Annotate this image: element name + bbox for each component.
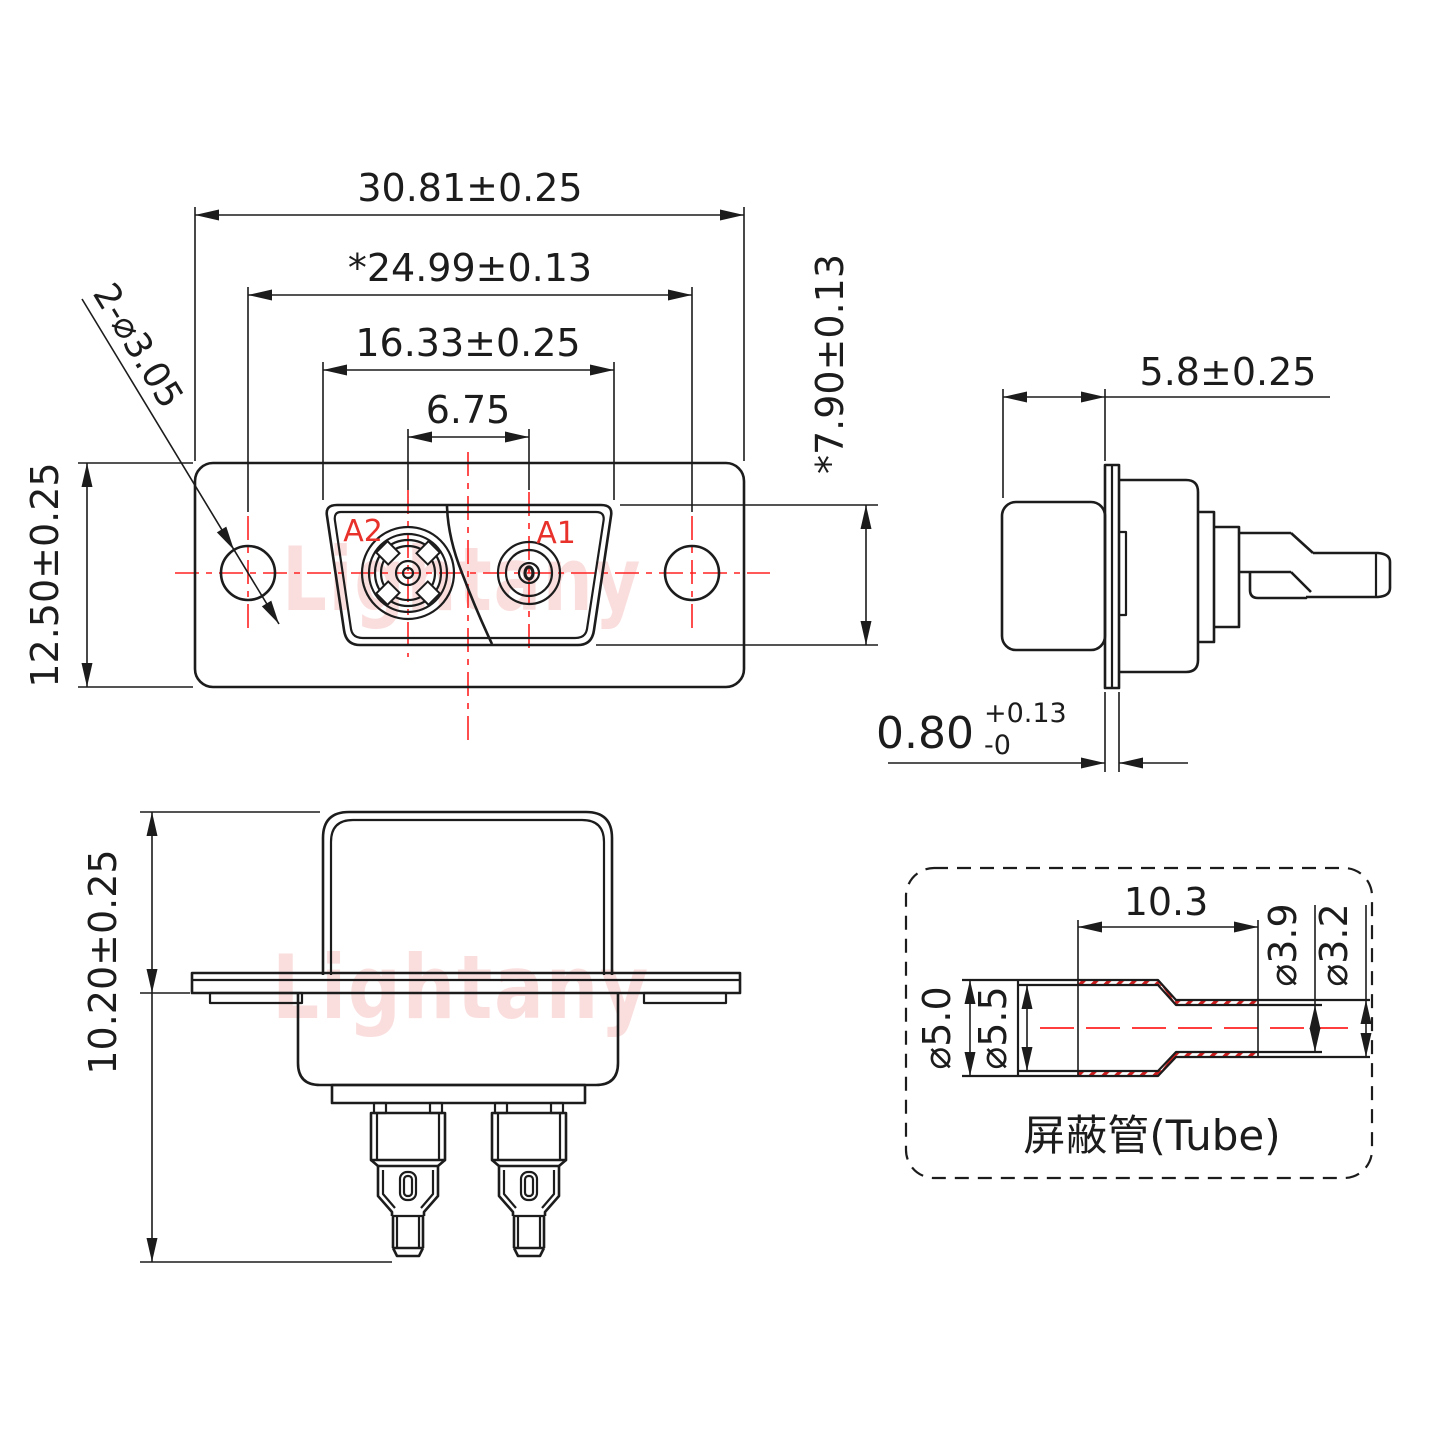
mount-hole-left [219,544,277,602]
dim-hole-pitch: *24.99±0.13 [247,246,693,512]
dim-neck-dia-2: ⌀3.2 [1312,903,1372,1057]
shell-divider [445,505,494,645]
side-step-2 [1214,525,1241,629]
rear-flange [190,971,742,1005]
dim-label-neck-dia-1: ⌀3.9 [1261,903,1305,986]
side-body [1000,500,1107,652]
tube-outline [962,978,1370,1078]
tube-detail: 10.3 ⌀3.9 ⌀3.2 ⌀5.0 ⌀5.5 [904,866,1374,1180]
contact-a2 [360,525,456,621]
mount-hole-right [663,544,721,602]
dim-label-body-dia-1: ⌀5.0 [915,986,959,1069]
dim-shell-width: 16.33±0.25 [322,321,615,500]
dim-label-mount-holes: 2-⌀3.05 [84,276,190,415]
dim-label-neck-dia-2: ⌀3.2 [1312,903,1356,986]
dim-label-flange-tol-minus: -0 [984,730,1011,761]
rear-terminal-left [369,1101,447,1258]
dim-label-body-height: 12.50±0.25 [23,462,67,687]
side-view: 5.8±0.25 0.80 +0.13 -0 [876,350,1392,772]
rear-view: 10.20±0.25 [81,810,742,1263]
side-terminal [1239,531,1392,600]
side-rear-shell [1119,478,1200,674]
watermark-group: Lightany Lightany [272,528,650,1039]
tube-detail-border [904,866,1374,1180]
rear-terminal-right [490,1101,568,1258]
dim-label-outer-width: 30.81±0.25 [357,166,582,210]
tube-title: 屏蔽管(Tube) [1023,1111,1280,1160]
dim-label-shell-depth: 10.20±0.25 [81,849,125,1074]
dim-body-dia-2: ⌀5.5 [971,985,1033,1071]
dim-label-body-depth: 5.8±0.25 [1140,350,1317,394]
watermark-text-rear: Lightany [272,936,650,1039]
dim-label-shell-width: 16.33±0.25 [355,321,580,365]
contact-label-a1: A1 [536,516,576,551]
dim-body-dia-1: ⌀5.0 [915,980,976,1076]
dim-contact-pitch: 6.75 [407,388,530,490]
dim-label-contact-pitch: 6.75 [426,388,511,432]
dim-shell-depth: 10.20±0.25 [81,811,320,1075]
rear-shell-hood [321,810,614,975]
dim-terminal-extent [140,993,392,1263]
dim-label-flange-tol-plus: +0.13 [984,698,1067,729]
dim-label-shell-height: *7.90±0.13 [808,254,852,474]
dim-flange-thickness: 0.80 +0.13 -0 [876,692,1188,772]
dim-body-height: 12.50±0.25 [23,462,193,688]
dim-tube-length: 10.3 [1077,880,1259,1076]
contact-label-a2: A2 [343,514,383,549]
dim-body-depth: 5.8±0.25 [1002,350,1330,498]
dim-label-tube-length: 10.3 [1124,880,1209,924]
connector-body-outline [193,461,746,689]
rear-housing-base [330,1083,587,1105]
dim-neck-dia-1: ⌀3.9 [1261,903,1321,1052]
contact-a1 [496,540,562,606]
front-view: A2 A1 30.81±0.25 *24.99±0.13 16.33±0.25 [23,166,878,742]
dim-label-body-dia-2: ⌀5.5 [971,986,1015,1069]
side-step-1 [1198,510,1216,644]
dim-label-flange-thickness: 0.80 [876,708,974,759]
dim-outer-width: 30.81±0.25 [194,166,745,461]
dsub-shell [325,503,613,647]
leader-mount-holes: 2-⌀3.05 [81,276,284,627]
dim-shell-height: *7.90±0.13 [596,254,878,646]
dim-label-hole-pitch: *24.99±0.13 [348,246,592,290]
